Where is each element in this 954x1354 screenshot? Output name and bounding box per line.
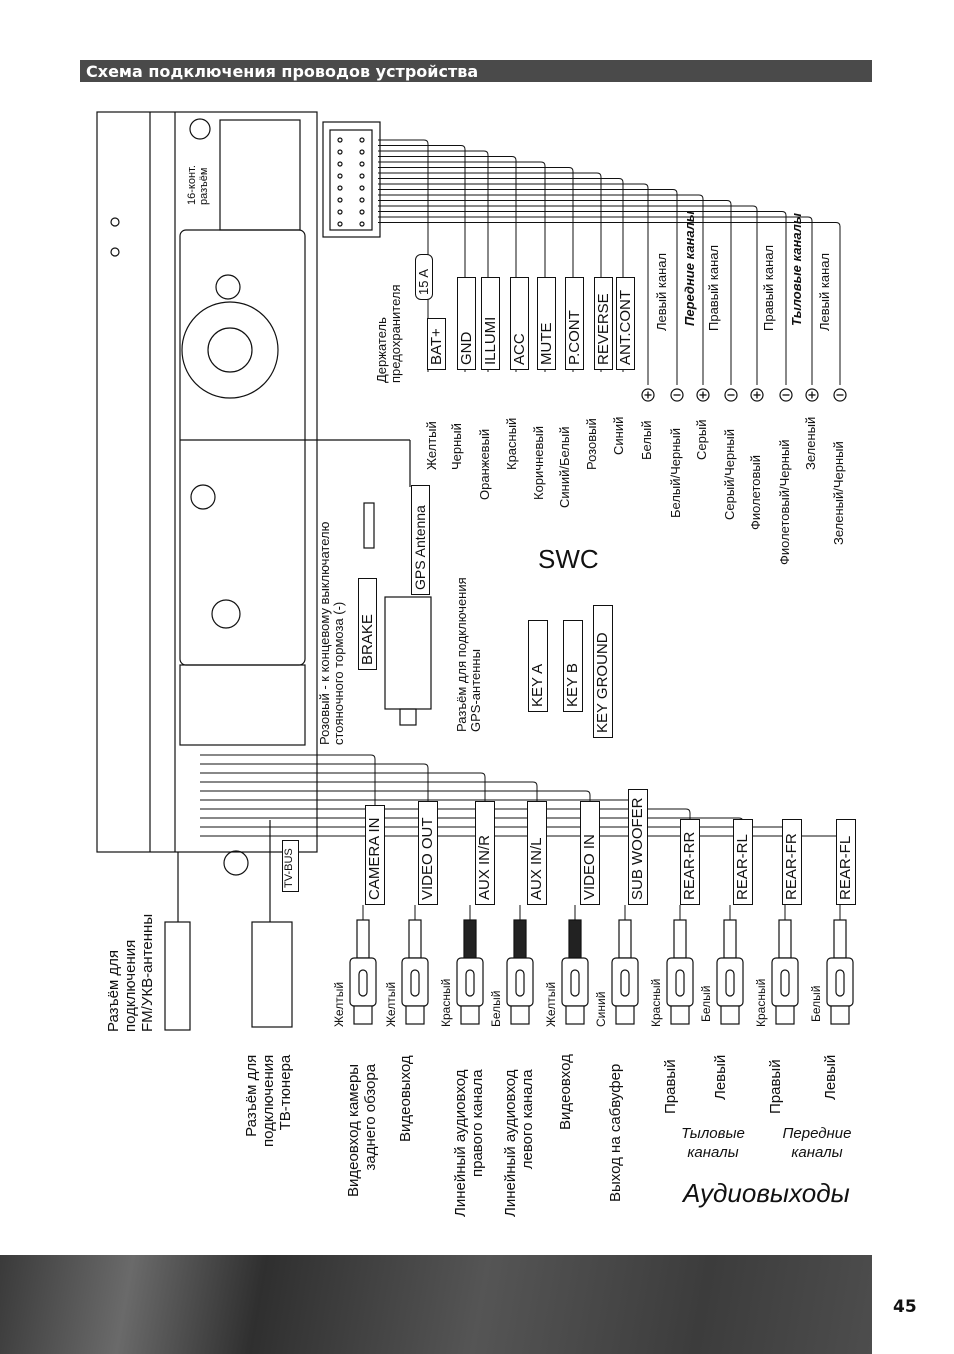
head-unit-body: SWC	[96, 111, 599, 1031]
rear-channels-title: Тыловые каналы	[789, 213, 804, 326]
front-right-label: Правый канал	[706, 244, 721, 331]
wire-color: Черный	[449, 423, 464, 470]
front-channels-title: Передние каналы	[682, 211, 697, 326]
wire-label: ACC	[510, 277, 529, 370]
audio-outputs-title: Аудиовыходы	[683, 1178, 850, 1208]
rca-description: Левый	[822, 1054, 839, 1100]
rca-plug-sleeve	[778, 919, 792, 959]
rca-plug-sleeve	[723, 919, 737, 959]
rear-left-label: Левый канал	[817, 252, 832, 331]
page-number: 45	[893, 1297, 917, 1317]
rca-plug-sleeve	[463, 919, 477, 959]
swc-key-b: KEY B	[563, 620, 583, 712]
rca-description: Правый	[767, 1059, 784, 1114]
rca-label: REAR-FR	[782, 819, 802, 905]
rca-label: VIDEO OUT	[418, 801, 438, 905]
rca-label: CAMERA IN	[365, 805, 385, 905]
footer-band	[0, 1255, 872, 1354]
speaker-wire-color: Фиолетовый	[748, 454, 763, 530]
rca-color: Желтый	[544, 981, 558, 1027]
wire-color: Синий	[611, 416, 626, 455]
wire-color: Синий/Белый	[557, 426, 572, 509]
rca-plug-sleeve	[618, 919, 632, 959]
section-header: Схема подключения проводов устройства	[80, 60, 872, 82]
rca-plug-sleeve	[833, 919, 847, 959]
wire-color: Коричневый	[531, 426, 546, 500]
wire-label: BAT+	[427, 318, 446, 370]
rca-color: Желтый	[384, 981, 398, 1027]
rca-plug-sleeve	[356, 919, 370, 959]
gps-antenna-label: GPS Antenna	[411, 485, 430, 595]
rca-label: REAR-RR	[680, 819, 700, 905]
rca-description: Левый	[712, 1054, 729, 1100]
speaker-wire-color: Белый	[639, 420, 654, 460]
rca-color: Красный	[754, 978, 768, 1027]
rca-plug-sleeve	[408, 919, 422, 959]
connector16-label: 16-конт.разъём	[186, 165, 210, 205]
tv-tuner-plug	[251, 921, 293, 1028]
wire-color: Желтый	[424, 421, 439, 470]
head-unit-outline	[96, 111, 318, 853]
rca-label: VIDEO IN	[580, 801, 600, 905]
tv-bus-label: TV-BUS	[282, 840, 299, 892]
rca-plug-sleeve	[673, 919, 687, 959]
rca-color: Белый	[489, 990, 503, 1027]
wire-label: MUTE	[537, 277, 556, 370]
rca-plug-sleeve	[568, 919, 582, 959]
front-left-label: Левый канал	[654, 252, 669, 331]
wire-label: GND	[457, 277, 476, 370]
wire-color: Розовый	[584, 418, 599, 470]
rca-color: Красный	[649, 978, 663, 1027]
rca-color: Желтый	[332, 981, 346, 1027]
fm-antenna-plug	[164, 921, 191, 1031]
rca-label: REAR-FL	[836, 819, 856, 905]
rca-description: Правый	[662, 1059, 679, 1114]
rca-description: Видеовход	[557, 1054, 574, 1130]
rca-description: Видеовыход	[397, 1055, 414, 1142]
rca-label: AUX IN/R	[475, 801, 495, 905]
wire-label: ANT.CONT	[616, 277, 635, 370]
rca-label: SUB WOOFER	[628, 789, 648, 905]
rear-right-label: Правый канал	[761, 244, 776, 331]
rca-color: Синий	[594, 991, 608, 1027]
speaker-wire-color: Фиолетовый/Черный	[777, 439, 792, 565]
rca-color: Красный	[439, 978, 453, 1027]
speaker-wire-color: Белый/Черный	[668, 427, 683, 518]
rca-label: AUX IN/L	[527, 801, 547, 905]
wire-label: ILLUMI	[481, 277, 500, 370]
wire-color: Оранжевый	[477, 428, 492, 500]
rca-color: Белый	[699, 985, 713, 1022]
speaker-wire-color: Серый/Черный	[722, 429, 737, 520]
swc-title: SWC	[538, 544, 599, 574]
wire-label: P.CONT	[565, 277, 584, 370]
fuse-rating: 15 A	[415, 254, 433, 300]
swc-key-ground: KEY GROUND	[593, 605, 613, 738]
rca-plug-sleeve	[513, 919, 527, 959]
brake-label: BRAKE	[358, 578, 377, 670]
speaker-wire-color: Зеленый/Черный	[831, 441, 846, 545]
rca-description: Выход на сабвуфер	[607, 1063, 624, 1202]
section-title: Схема подключения проводов устройства	[86, 62, 479, 81]
wire-label: REVERSE	[594, 277, 613, 370]
swc-key-a: KEY A	[528, 620, 548, 712]
speaker-wire-color: Зеленый	[803, 416, 818, 470]
rca-label: REAR-RL	[733, 819, 753, 905]
rca-color: Белый	[809, 985, 823, 1022]
speaker-wire-color: Серый	[694, 419, 709, 460]
wire-color: Красный	[504, 417, 519, 470]
